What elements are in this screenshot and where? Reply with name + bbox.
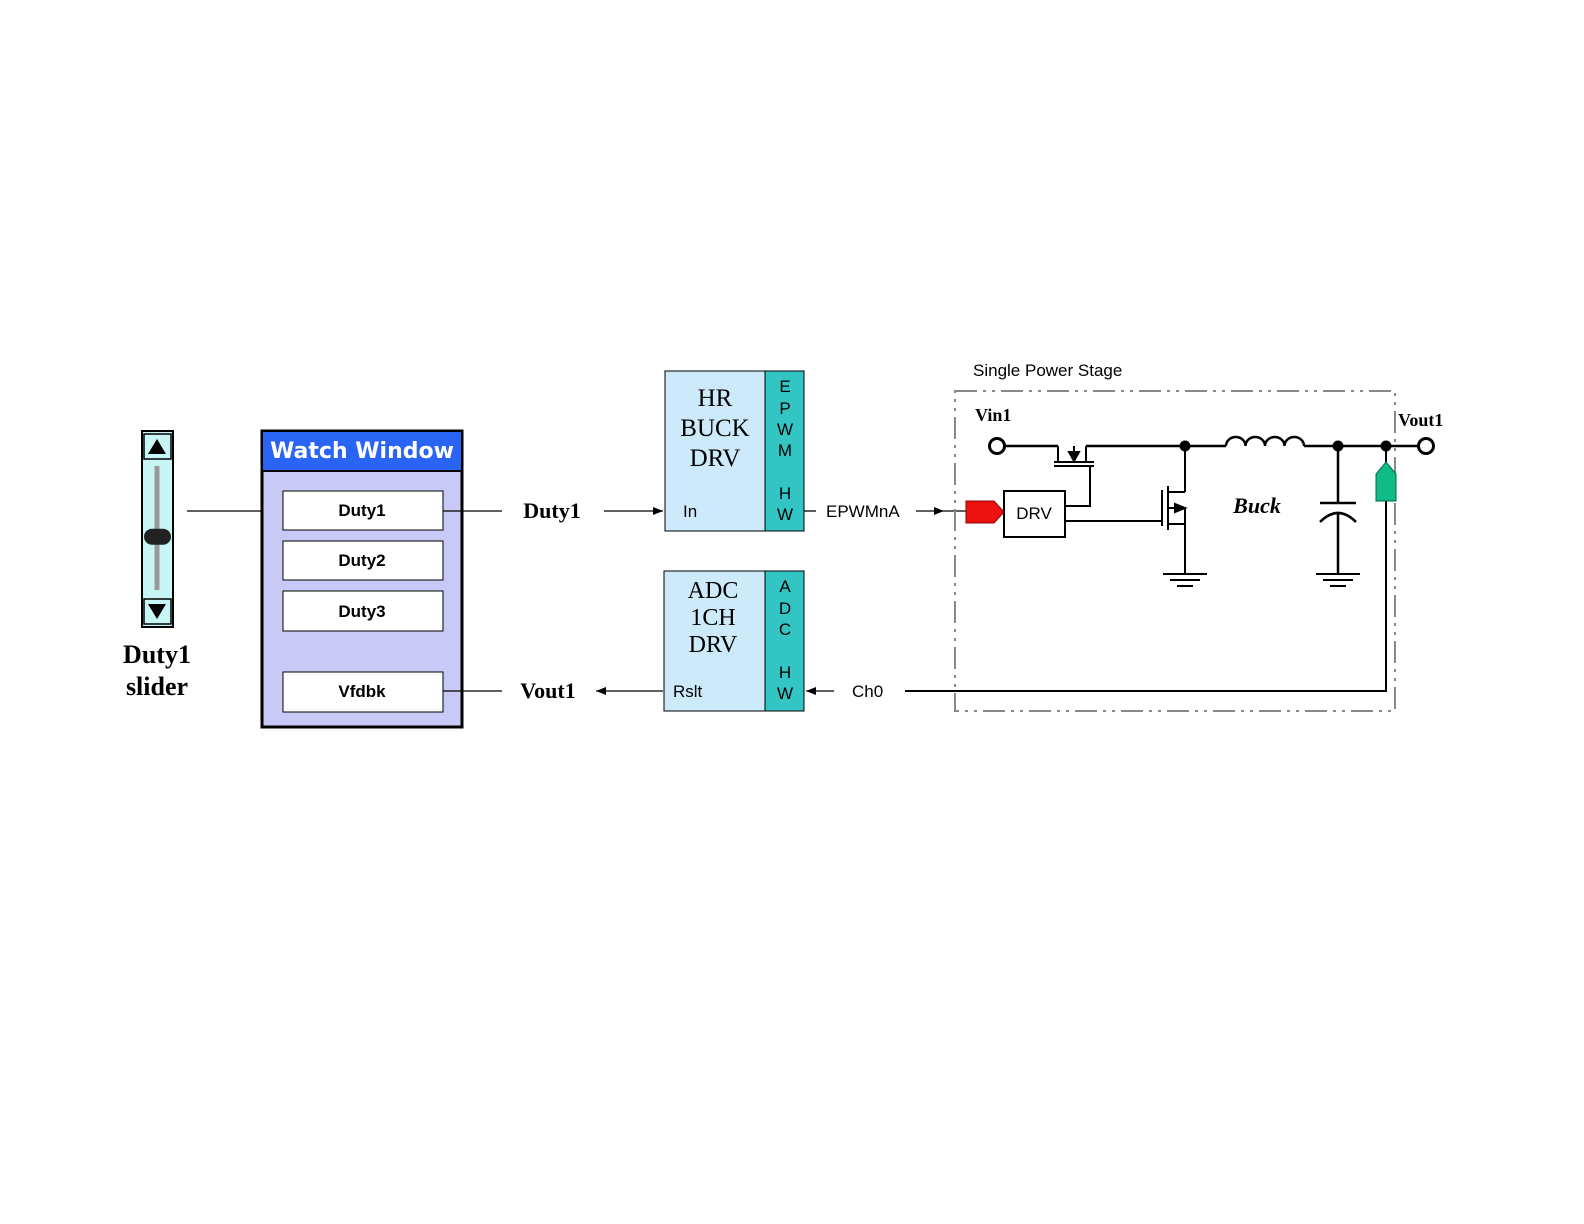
vout-feedback-wire xyxy=(905,501,1386,691)
switch-node-junction xyxy=(1180,441,1191,452)
watch-field-duty1-label: Duty1 xyxy=(338,501,385,520)
slider-up-button[interactable] xyxy=(144,434,171,459)
vin1-terminal xyxy=(990,439,1005,454)
hr-buck-drv-title-2: BUCK xyxy=(680,415,749,442)
ground-icon xyxy=(1316,574,1360,586)
hr-buck-drv-title-3: DRV xyxy=(690,445,741,472)
power-stage-boundary xyxy=(955,391,1395,711)
vout1-terminal xyxy=(1419,439,1434,454)
adc-drv-title-2: 1CH xyxy=(690,605,735,631)
adc-drv-title-3: DRV xyxy=(689,632,738,658)
drv-label: DRV xyxy=(1016,504,1052,523)
vin1-label: Vin1 xyxy=(975,405,1011,425)
adc-letter: C xyxy=(779,620,791,639)
watch-window: Watch Window Duty1 Duty2 Duty3 Vfdbk xyxy=(262,431,462,727)
adc-letter: H xyxy=(779,663,791,682)
watch-field-vfdbk-label: Vfdbk xyxy=(338,682,386,701)
epwm-letter: P xyxy=(779,399,790,418)
adc-1ch-drv-block: ADC 1CH DRV Rslt A D C H W xyxy=(664,571,804,711)
gate-driver: DRV xyxy=(1004,491,1065,537)
vout1-signal-label: Vout1 xyxy=(520,678,575,703)
pwm-input-marker-icon xyxy=(966,501,1004,523)
watch-window-title: Watch Window xyxy=(270,439,454,464)
epwm-letter: M xyxy=(778,441,792,460)
capacitor-icon xyxy=(1320,446,1356,574)
ch0-label: Ch0 xyxy=(852,682,883,701)
hr-buck-drv-title-1: HR xyxy=(698,385,733,412)
buck-label: Buck xyxy=(1232,493,1281,518)
epwm-letter: H xyxy=(779,484,791,503)
hr-buck-drv-block: HR BUCK DRV In E P W M H W xyxy=(665,371,804,531)
slider-down-button[interactable] xyxy=(144,599,171,624)
ground-icon xyxy=(1163,574,1207,586)
epwmna-label: EPWMnA xyxy=(826,502,900,521)
hr-buck-drv-port-in: In xyxy=(683,502,697,521)
slider-thumb[interactable] xyxy=(144,529,171,545)
power-stage-title: Single Power Stage xyxy=(973,361,1122,380)
duty1-signal-label: Duty1 xyxy=(523,498,580,523)
output-cap-junction xyxy=(1333,441,1344,452)
vout1-terminal-label: Vout1 xyxy=(1398,410,1443,430)
duty1-slider[interactable] xyxy=(142,431,173,627)
adc-letter: A xyxy=(779,577,791,596)
adc-drv-port-rslt: Rslt xyxy=(673,682,703,701)
inductor-icon xyxy=(1226,437,1304,446)
watch-field-duty2-label: Duty2 xyxy=(338,551,385,570)
epwm-letter: E xyxy=(779,377,790,396)
epwm-letter: W xyxy=(777,505,793,524)
adc-letter: W xyxy=(777,684,793,703)
adc-letter: D xyxy=(779,599,791,618)
adc-sense-marker-icon xyxy=(1376,462,1396,501)
slider-label-line2: slider xyxy=(126,672,188,701)
adc-drv-title-1: ADC xyxy=(688,578,739,604)
epwm-letter: W xyxy=(777,420,793,439)
watch-field-duty3-label: Duty3 xyxy=(338,602,385,621)
slider-label-line1: Duty1 xyxy=(123,640,191,669)
